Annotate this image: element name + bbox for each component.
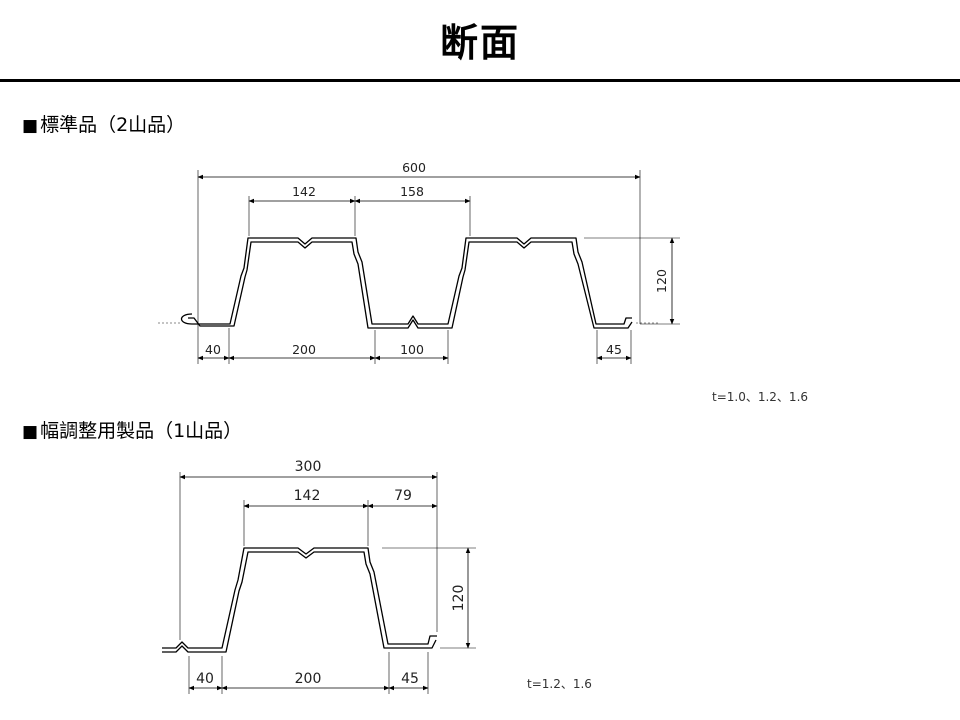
dim-left-edge: 40 xyxy=(196,671,214,687)
dim-height: 120 xyxy=(654,269,669,293)
profile-outer-line xyxy=(180,237,632,325)
dim-top-width: 142 xyxy=(292,184,316,199)
dim-height: 120 xyxy=(451,585,467,612)
dim-right-gap: 79 xyxy=(394,488,412,504)
thickness-note-standard: t=1.0、1.2、1.6 xyxy=(712,390,809,404)
profile-inner-line xyxy=(188,241,633,329)
dim-pitch-gap: 158 xyxy=(400,184,424,199)
thickness-note-adjust: t=1.2、1.6 xyxy=(527,677,592,691)
profile-inner-line xyxy=(162,551,437,653)
dim-right-edge: 45 xyxy=(606,342,622,357)
heading-marker: ■ xyxy=(22,116,39,136)
section-heading-standard: ■標準品（2山品） xyxy=(22,110,185,137)
dimension-lines-standard xyxy=(197,174,675,361)
title-divider xyxy=(0,79,960,82)
dim-total-width: 600 xyxy=(402,160,426,175)
profile-standard xyxy=(180,237,633,329)
dim-left-edge: 40 xyxy=(205,342,221,357)
heading-marker: ■ xyxy=(22,422,39,442)
dim-bottom-span: 200 xyxy=(292,342,316,357)
page-title: 断面 xyxy=(439,21,520,65)
section-heading-adjust: ■幅調整用製品（1山品） xyxy=(22,416,242,443)
extension-lines-standard xyxy=(197,170,680,364)
heading-label: 標準品（2山品） xyxy=(40,114,186,136)
dim-top-width: 142 xyxy=(294,488,321,504)
dimension-lines-adjust xyxy=(179,474,471,691)
dim-bottom-span: 200 xyxy=(295,671,322,687)
dim-valley: 100 xyxy=(400,342,424,357)
profile-outer-line xyxy=(162,547,437,649)
profile-adjust xyxy=(162,547,437,653)
extension-lines-adjust xyxy=(179,472,476,694)
heading-label: 幅調整用製品（1山品） xyxy=(40,420,243,442)
dim-right-edge: 45 xyxy=(401,671,419,687)
dim-total-width: 300 xyxy=(295,459,322,475)
